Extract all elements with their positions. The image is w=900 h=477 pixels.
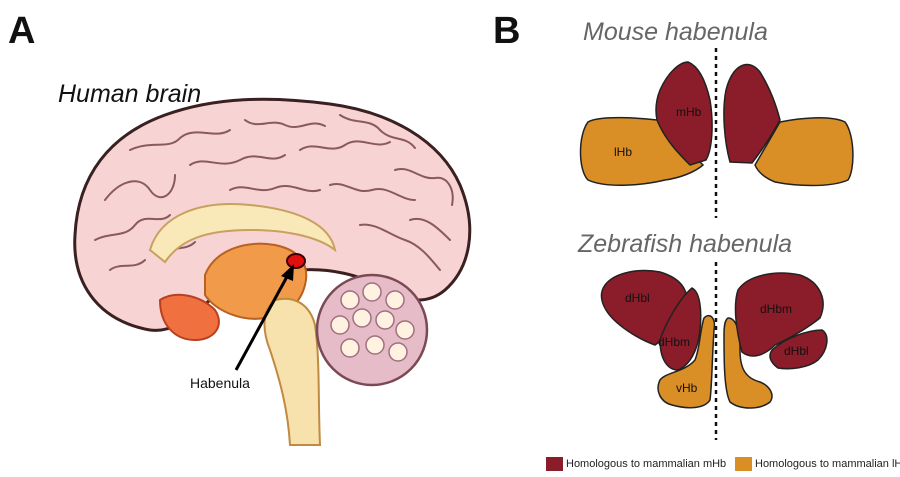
legend-label-lateral: Homologous to mammalian lHb: [755, 457, 900, 471]
legend-swatch-lateral: [735, 457, 752, 471]
zebrafish-left-dhbl-label: dHbl: [625, 291, 650, 305]
habenula-label: Habenula: [190, 375, 250, 391]
human-brain-illustration: Habenula: [75, 99, 470, 445]
zebrafish-habenula-diagram: dHbl dHbm vHb dHbm dHbl: [601, 262, 827, 440]
mouse-habenula-diagram: mHb lHb: [581, 48, 853, 218]
brainstem: [265, 299, 320, 445]
legend-label-medial: Homologous to mammalian mHb: [566, 457, 726, 471]
zebrafish-right-dhbm-label: dHbm: [760, 302, 792, 316]
zebrafish-left-dhbm-label: dHbm: [658, 335, 690, 349]
legend-swatch-medial: [546, 457, 563, 471]
habenula-marker: [287, 254, 305, 268]
zebrafish-vhb-label: vHb: [676, 381, 698, 395]
mouse-mhb-label: mHb: [676, 105, 702, 119]
mouse-lhb-label: lHb: [614, 145, 632, 159]
zebrafish-right-dhbl-label: dHbl: [784, 344, 809, 358]
